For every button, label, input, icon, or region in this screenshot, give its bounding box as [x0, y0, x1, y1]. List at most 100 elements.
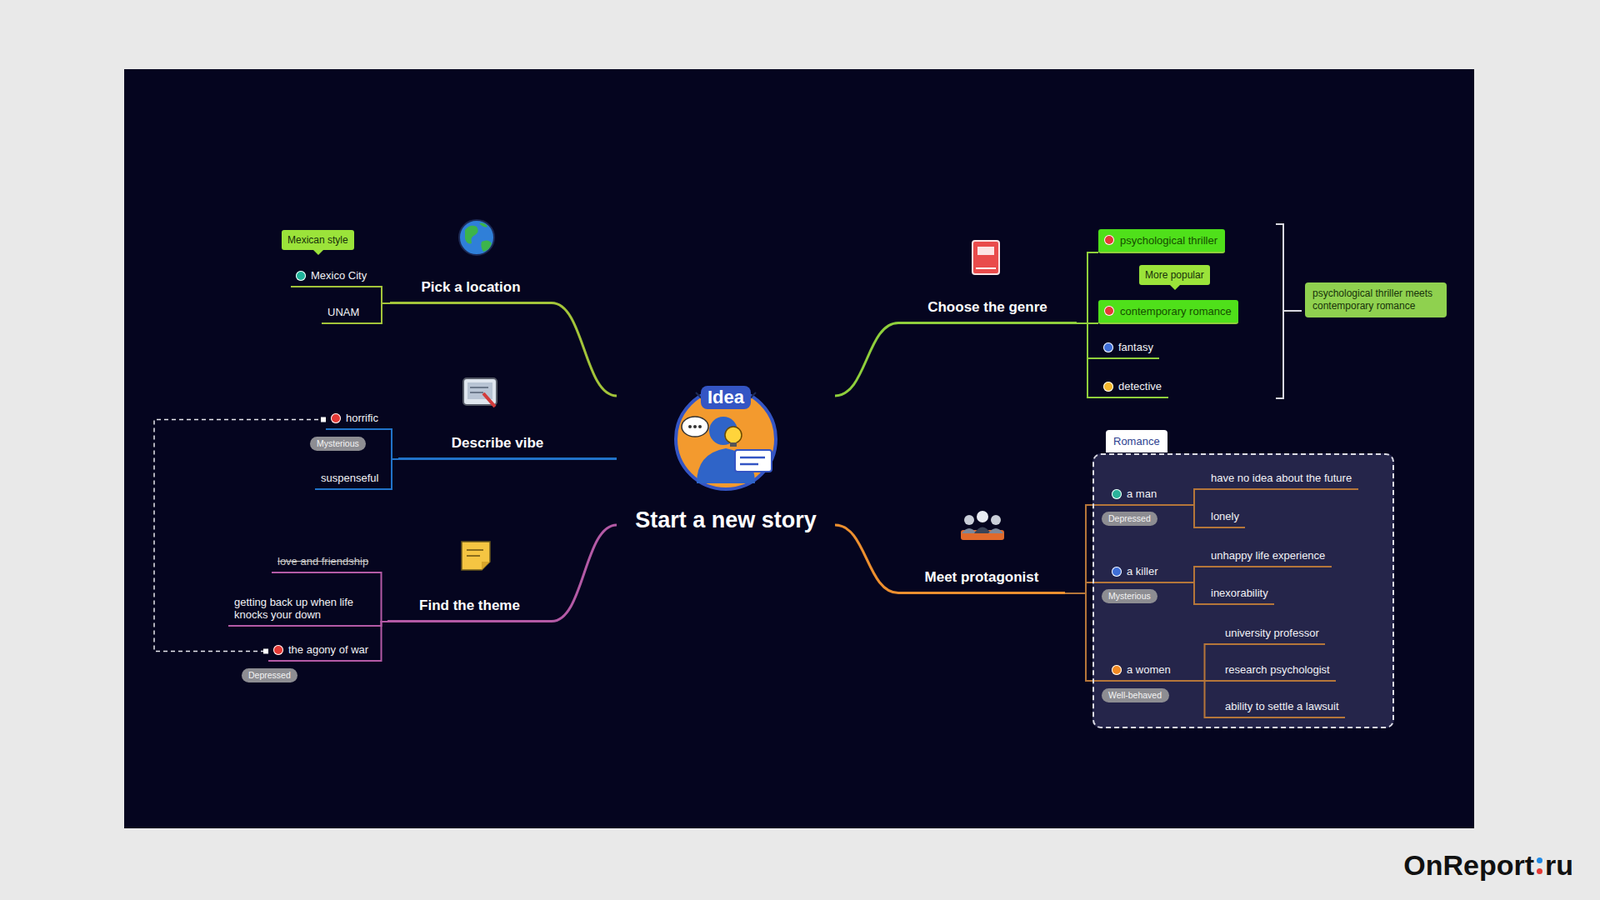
topic-text: More popular	[1145, 269, 1205, 281]
dark-panel	[124, 69, 1475, 829]
sticky-note-icon-part	[481, 561, 490, 570]
branch-line	[1076, 323, 1099, 398]
topic-text: Depressed	[248, 670, 291, 681]
idea-illustration-part	[693, 425, 697, 429]
branch-line	[385, 459, 399, 490]
branch-line	[1065, 582, 1107, 594]
icon-label: Idea	[700, 385, 751, 410]
subtopic: inexorability	[1205, 584, 1275, 605]
topic-text: Choose the genre	[906, 299, 1069, 316]
watermark-dots	[1536, 855, 1543, 877]
subtopic: unhappy life experience	[1205, 546, 1332, 568]
subtopic: ability to settle a lawsuit	[1219, 697, 1345, 719]
summary-box: psychological thriller meets contemporar…	[1305, 282, 1447, 318]
topic-marker	[273, 645, 284, 655]
branch-topic: Find the theme	[387, 594, 552, 623]
topic-text: the agony of war	[288, 643, 370, 656]
globe-icon-part	[459, 220, 495, 255]
topic-text: Mexican style	[287, 234, 349, 246]
topic-text: UNAM	[327, 305, 368, 319]
highlighted-subtopic: contemporary romance	[1098, 300, 1239, 325]
subtopic: a killer	[1106, 562, 1184, 584]
topic-marker	[1103, 342, 1114, 353]
topic-text: a man	[1126, 487, 1178, 500]
topic-marker	[330, 413, 341, 424]
branch-topic: Choose the genre	[898, 295, 1077, 325]
branch-line	[385, 429, 399, 460]
topic-text: ability to settle a lawsuit	[1225, 700, 1340, 713]
branch-line	[373, 303, 390, 324]
people-icon-part	[974, 527, 991, 535]
topic-marker	[1104, 305, 1115, 316]
people-icon	[960, 510, 1005, 540]
people-icon-part	[964, 515, 975, 525]
topic-text: horrific	[345, 411, 380, 425]
watermark: OnReport ru	[1403, 849, 1574, 882]
subtopic: UNAM	[321, 303, 374, 325]
topic-marker	[1111, 489, 1122, 500]
topic-text: Pick a location	[398, 279, 544, 296]
topic-text: Describe vibe	[406, 435, 589, 452]
subtopic: university professor	[1219, 624, 1325, 645]
topic-text: getting back up when life knocks your do…	[234, 595, 370, 621]
subtopic: horrific	[325, 409, 385, 430]
subtopic: suspenseful	[315, 469, 385, 490]
tag-pill: Depressed	[241, 668, 298, 683]
subtopic: getting back up when life knocks your do…	[228, 593, 375, 627]
branch-line	[1183, 566, 1205, 583]
globe-icon-part	[465, 223, 492, 253]
branch-line	[1183, 505, 1205, 528]
topic-text: love and friendship	[277, 555, 370, 568]
dot	[1536, 868, 1543, 875]
topic-text: Romance	[1105, 430, 1168, 453]
subtopic: lonely	[1205, 507, 1245, 529]
topic-text: psychological thriller meets contemporar…	[1312, 287, 1440, 313]
topic-text: Depressed	[1108, 513, 1151, 525]
summary-bracket-part	[1275, 224, 1302, 399]
tag-pill: Mysterious	[310, 436, 366, 451]
idea-illustration-part	[740, 456, 765, 460]
idea-illustration-part	[698, 425, 702, 429]
topic-text: have no idea about the future	[1210, 471, 1353, 485]
callout-tag: More popular	[1139, 265, 1210, 285]
boundary-fill	[1092, 453, 1395, 729]
tag-pill: Well-behaved	[1101, 688, 1170, 703]
people-icon-part	[976, 510, 989, 523]
people-icon-part	[990, 515, 1001, 525]
branch-line	[373, 286, 390, 304]
subtopic: a women	[1106, 660, 1190, 682]
branch-line	[1065, 593, 1107, 681]
idea-illustration-part	[725, 426, 742, 444]
branch-line	[1065, 505, 1107, 594]
subtopic: the agony of war	[268, 640, 375, 662]
idea-illustration-part	[681, 416, 709, 437]
branch-topic: Describe vibe	[398, 431, 597, 460]
subtopic: love and friendship	[271, 552, 375, 574]
callout-tag: Mexican style	[281, 230, 355, 250]
topic-text: lonely	[1210, 510, 1240, 523]
watermark-text: ru	[1545, 849, 1574, 882]
branch-line	[1183, 489, 1205, 505]
topic-text: a women	[1126, 663, 1185, 676]
idea-illustration-part	[740, 463, 759, 466]
vibe-icon-part	[470, 391, 484, 394]
topic-text: detective	[1118, 380, 1163, 393]
idea-illustration-part	[735, 450, 772, 472]
topic-marker	[295, 270, 306, 281]
branch-topic: Meet protagonist	[898, 565, 1065, 595]
branch-line	[835, 323, 899, 397]
sticky-note-icon-part	[466, 549, 484, 551]
topic-marker	[1103, 381, 1114, 392]
people-icon-part	[988, 528, 1004, 534]
topic-text: Well-behaved	[1108, 690, 1163, 701]
branch-line	[596, 457, 617, 460]
topic-text: suspenseful	[320, 471, 380, 485]
topic-text: Mysterious	[316, 438, 360, 450]
topic-text: university professor	[1225, 626, 1320, 640]
topic-text: Mysterious	[1108, 590, 1151, 602]
subtopic: Mexico City	[290, 266, 374, 288]
watermark-text: OnReport	[1403, 849, 1535, 882]
topic-marker	[1104, 235, 1115, 245]
